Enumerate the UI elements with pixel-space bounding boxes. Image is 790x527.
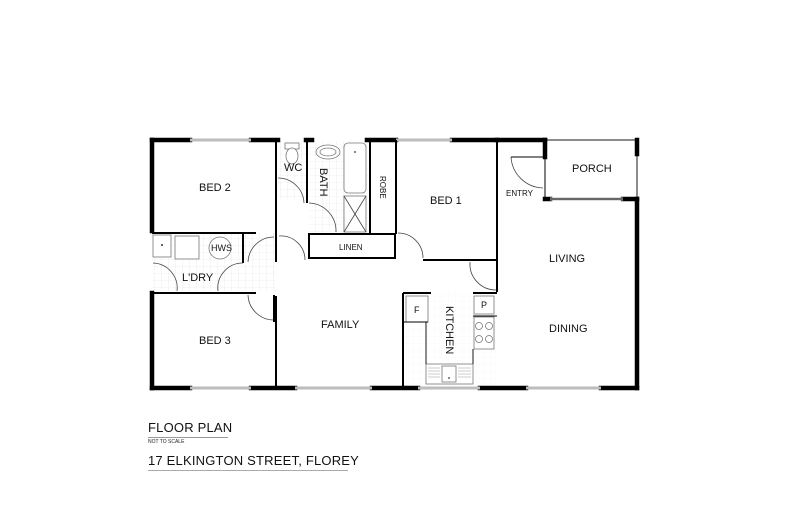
room-label-living: LIVING [549,253,585,265]
room-label-hws: HWS [211,243,232,253]
pantry [473,295,495,315]
fixture-label-pantry: P [481,300,487,310]
room-label-kitchen: KITCHEN [443,306,455,354]
hot-water-system [208,236,232,260]
room-label-bed2: BED 2 [199,182,231,194]
room-label-bath: BATH [317,168,329,197]
room-label-robe: ROBE [378,176,387,199]
interior-walls [152,140,546,388]
room-labels: BED 2 WC BATH ROBE BED 1 ENTRY PORCH LIN… [182,162,612,354]
exterior-walls [149,137,640,391]
door-swings [152,156,545,322]
cooktop [473,316,495,350]
bathtub [343,142,367,194]
room-label-wc: WC [284,162,302,174]
room-label-family: FAMILY [321,319,360,331]
washing-machine [174,235,200,260]
room-label-laundry: L'DRY [182,272,214,284]
room-label-bed3: BED 3 [199,335,231,347]
toilet-bowl [285,147,299,165]
room-label-bed1: BED 1 [430,195,462,207]
title-underline [148,437,228,438]
property-address: 17 ELKINGTON STREET, FLOREY [148,453,360,468]
room-label-dining: DINING [549,323,588,335]
address-underline [148,470,348,471]
windows [190,138,638,390]
fixtures [152,142,497,385]
fixture-label-fridge: F [414,305,420,315]
room-label-linen: LINEN [339,243,363,252]
room-label-porch: PORCH [572,163,612,175]
scale-note: NOT TO SCALE [148,439,185,445]
plan-title: FLOOR PLAN [148,420,233,435]
room-label-entry: ENTRY [506,189,534,198]
